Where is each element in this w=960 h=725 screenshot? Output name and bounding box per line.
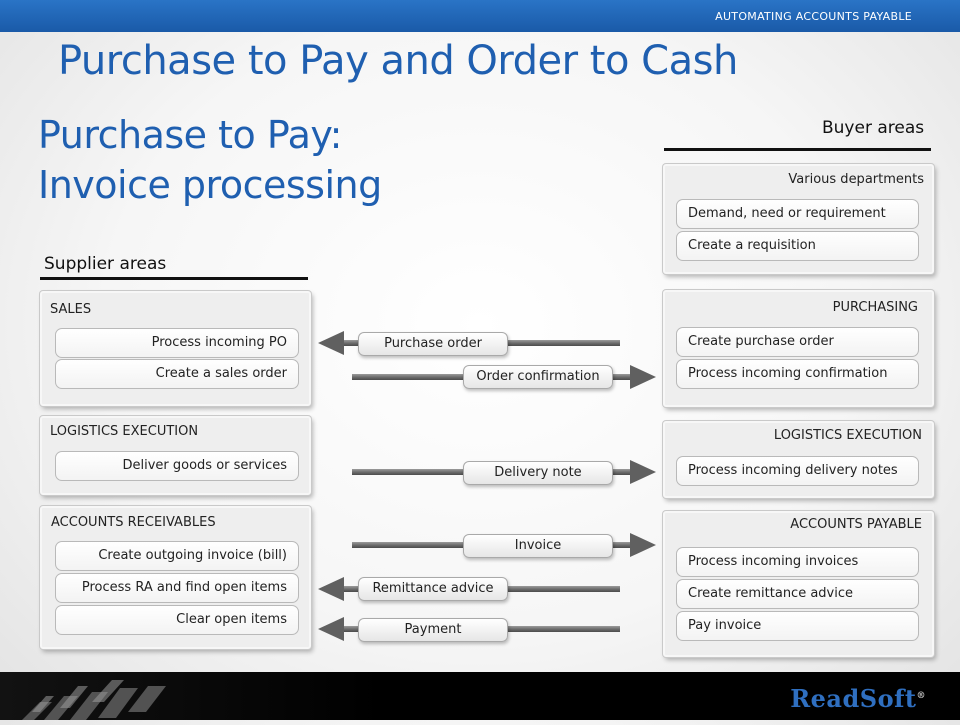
step-item: Process incoming confirmation	[676, 359, 919, 389]
panel-title: SALES	[50, 302, 92, 317]
supplier-areas-divider	[40, 277, 308, 280]
buyer-areas-label: Buyer areas	[822, 118, 925, 138]
step-item: Demand, need or requirement	[676, 199, 919, 229]
buyer-panel-accounts-payable: ACCOUNTS PAYABLE Process incoming invoic…	[663, 511, 934, 657]
decorative-graphic-icon	[22, 680, 166, 720]
page-title: Purchase to Pay and Order to Cash	[58, 38, 738, 84]
footer-bar	[0, 672, 960, 720]
supplier-panel-accounts-receivables: ACCOUNTS RECEIVABLES Create outgoing inv…	[40, 506, 311, 649]
flow-label-remittance-advice: Remittance advice	[358, 577, 508, 601]
logo-text: ReadSoft	[790, 684, 917, 713]
flow-label-invoice: Invoice	[463, 534, 613, 558]
panel-title: LOGISTICS EXECUTION	[773, 428, 922, 443]
flow-label-delivery-note: Delivery note	[463, 461, 613, 485]
panel-title: PURCHASING	[832, 300, 918, 315]
buyer-areas-divider	[664, 148, 931, 151]
panel-title: ACCOUNTS RECEIVABLES	[51, 515, 216, 530]
registered-mark: ®	[916, 691, 926, 701]
step-item: Create outgoing invoice (bill)	[55, 541, 299, 571]
supplier-panel-logistics: LOGISTICS EXECUTION Deliver goods or ser…	[40, 416, 311, 495]
banner-text: AUTOMATING ACCOUNTS PAYABLE	[715, 10, 912, 23]
supplier-panel-sales: SALES Process incoming PO Create a sales…	[40, 291, 311, 406]
subtitle-line-1: Purchase to Pay:	[38, 113, 342, 157]
supplier-areas-label: Supplier areas	[44, 254, 167, 274]
buyer-panel-purchasing: PURCHASING Create purchase order Process…	[663, 290, 934, 407]
buyer-panel-various-departments: Various departments Demand, need or requ…	[663, 164, 934, 274]
step-item: Process incoming invoices	[676, 547, 919, 577]
step-item: Process incoming PO	[55, 328, 299, 358]
panel-title: ACCOUNTS PAYABLE	[790, 517, 922, 532]
step-item: Clear open items	[55, 605, 299, 635]
step-item: Pay invoice	[676, 611, 919, 641]
readsoft-logo: ReadSoft®	[790, 684, 926, 713]
panel-title: Various departments	[788, 172, 924, 187]
step-item: Process incoming delivery notes	[676, 456, 919, 486]
step-item: Deliver goods or services	[55, 451, 299, 481]
flow-label-payment: Payment	[358, 618, 508, 642]
buyer-panel-logistics: LOGISTICS EXECUTION Process incoming del…	[663, 421, 934, 498]
flow-label-order-confirmation: Order confirmation	[463, 365, 613, 389]
step-item: Create purchase order	[676, 327, 919, 357]
panel-title: LOGISTICS EXECUTION	[50, 424, 199, 439]
subtitle-line-2: Invoice processing	[38, 163, 382, 207]
step-item: Create remittance advice	[676, 579, 919, 609]
step-item: Process RA and find open items	[55, 573, 299, 603]
top-banner: AUTOMATING ACCOUNTS PAYABLE	[0, 0, 960, 32]
step-item: Create a requisition	[676, 231, 919, 261]
flow-label-purchase-order: Purchase order	[358, 332, 508, 356]
step-item: Create a sales order	[55, 359, 299, 389]
